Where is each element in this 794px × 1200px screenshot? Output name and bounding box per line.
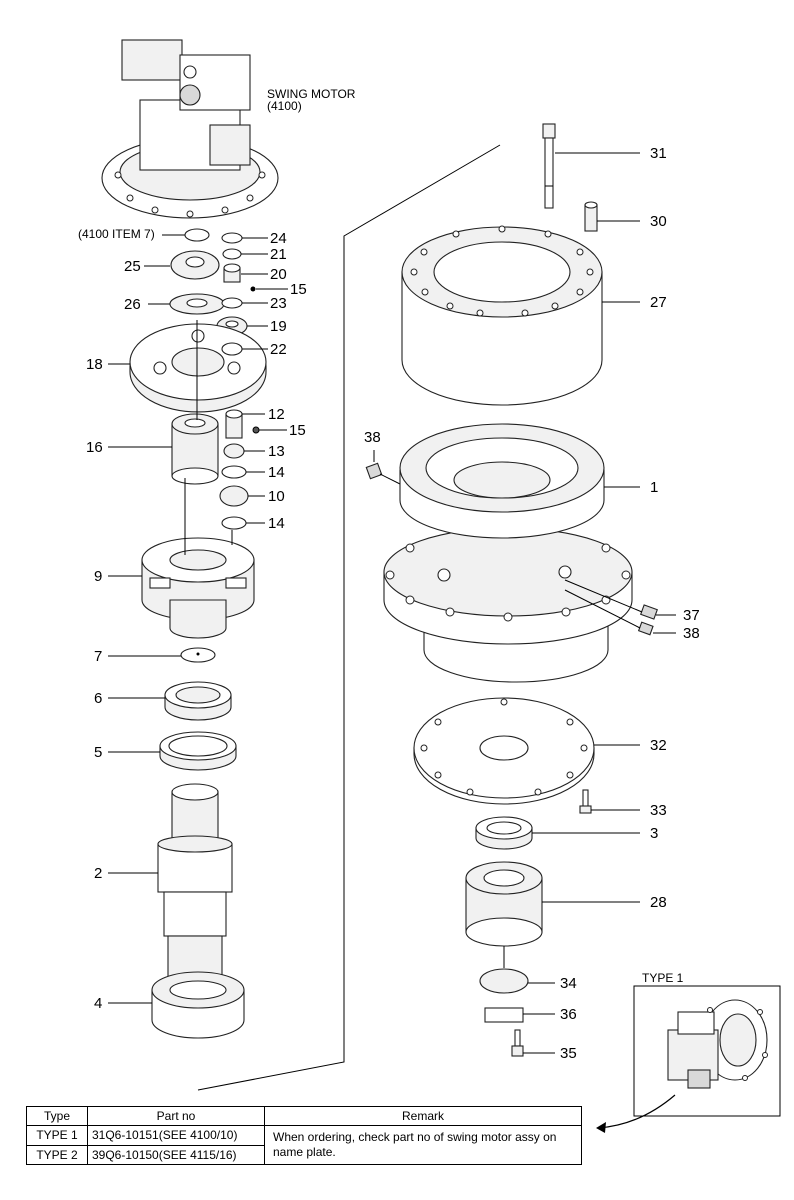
part-35-bolt: [511, 1029, 524, 1057]
callout: 5: [94, 744, 102, 761]
table-row: TYPE 2 39Q6-10150(SEE 4115/16): [26, 1144, 582, 1165]
callout: 20: [270, 266, 287, 283]
callout: 18: [86, 356, 103, 373]
callout: 22: [270, 341, 287, 358]
table-header-row: Type Part no Remark: [26, 1106, 582, 1126]
part-10-gear: [219, 485, 249, 507]
callout: 13: [268, 443, 285, 460]
callout: 7: [94, 648, 102, 665]
callout: 15: [289, 422, 306, 439]
part-38-plug: [365, 462, 383, 480]
cell-remark: When ordering, check part no of swing mo…: [264, 1125, 582, 1165]
callout: 4: [94, 995, 102, 1012]
callout: 15: [290, 281, 307, 298]
swing-motor-code: (4100): [267, 99, 302, 113]
col-header-remark: Remark: [264, 1106, 582, 1126]
callout: 6: [94, 690, 102, 707]
table-row: TYPE 1 31Q6-10151(SEE 4100/10) When orde…: [26, 1125, 582, 1165]
part-6-roller-bearing: [164, 681, 232, 721]
swing-motor-illustration: [101, 39, 279, 219]
cell-part-no: 31Q6-10151(SEE 4100/10): [87, 1125, 265, 1146]
part-31-bolt: [542, 123, 556, 209]
callout: 32: [650, 737, 667, 754]
callout: 16: [86, 439, 103, 456]
callout: 14: [268, 515, 285, 532]
callout: 12: [268, 406, 285, 423]
part-36-lock-plate: [484, 1007, 524, 1023]
callout: 9: [94, 568, 102, 585]
right-callouts: 31 30 27 38 1 37 38 32 33 3 28 34 36 35: [364, 145, 700, 1062]
callout: 21: [270, 246, 287, 263]
part-16-sun-gear: [171, 413, 219, 485]
part-15-ball: [250, 286, 256, 292]
callout: 25: [124, 258, 141, 275]
part-28-pinion-gear: [465, 861, 543, 947]
part-21-ring: [222, 248, 242, 260]
left-callouts: 24 21 25 20 15 26 23 19 18 22 12 15 16 1…: [86, 230, 307, 1012]
callout: 31: [650, 145, 667, 162]
part-24-ring: [221, 232, 243, 244]
callout: 30: [650, 213, 667, 230]
cell-type: TYPE 1: [26, 1125, 88, 1146]
callout: 36: [560, 1006, 577, 1023]
pointer-arrow: [597, 1094, 676, 1129]
callout: 37: [683, 607, 700, 624]
part-number-table: Type Part no Remark TYPE 1 31Q6-10151(SE…: [26, 1106, 582, 1165]
part-9-carrier: [141, 537, 255, 639]
item7-reference: (4100 ITEM 7): [78, 227, 155, 241]
part-12-bushing: [225, 409, 243, 439]
callout: 19: [270, 318, 287, 335]
type1-motor-illustration: [667, 999, 768, 1089]
callout: 24: [270, 230, 287, 247]
part-23-ring: [221, 297, 243, 309]
callout: 26: [124, 296, 141, 313]
part-13-bushing: [223, 443, 245, 459]
part-2-pinion-shaft: [157, 783, 233, 987]
callout: 1: [650, 479, 658, 496]
assembly-guide-line: [197, 144, 501, 1091]
cell-part-no: 39Q6-10150(SEE 4115/16): [87, 1144, 265, 1165]
part-4100-item7: [184, 228, 210, 242]
callout: 3: [650, 825, 658, 842]
part-4-bearing: [151, 971, 245, 1039]
part-22-ring: [221, 342, 243, 356]
part-33-bolt: [579, 789, 592, 814]
part-37-plug: [640, 604, 658, 620]
callout: 27: [650, 294, 667, 311]
swing-motor-title: SWING MOTOR: [267, 87, 356, 101]
callout: 28: [650, 894, 667, 911]
callout: 14: [268, 464, 285, 481]
part-5-seal: [159, 731, 237, 771]
callout: 10: [268, 488, 285, 505]
callout: 33: [650, 802, 667, 819]
part-14-washer-lower: [221, 516, 247, 530]
callout: 2: [94, 865, 102, 882]
part-18-carrier-plate: [129, 323, 267, 413]
cell-type: TYPE 2: [26, 1144, 88, 1165]
part-25-gear: [170, 250, 220, 280]
part-26-thrust-plate: [169, 293, 225, 315]
inset-title: TYPE 1: [642, 971, 684, 985]
col-header-part-no: Part no: [87, 1106, 265, 1126]
part-1-reduction-housing: [383, 423, 633, 683]
part-15-ball-lower: [252, 426, 260, 434]
part-3-oil-seal: [475, 816, 533, 850]
part-20-bushing: [223, 263, 241, 283]
part-14-washer: [221, 465, 247, 479]
part-30-dowel-pin: [584, 201, 598, 232]
callout: 38: [364, 429, 381, 446]
part-34-end-plate: [479, 968, 529, 994]
col-header-type: Type: [26, 1106, 88, 1126]
callout: 35: [560, 1045, 577, 1062]
part-38-plug-right: [637, 621, 654, 636]
part-32-cover-plate: [413, 697, 595, 805]
callout: 34: [560, 975, 577, 992]
callout: 23: [270, 295, 287, 312]
arrow-head-icon: [596, 1122, 606, 1133]
part-27-ring-gear: [401, 225, 603, 406]
callout: 38: [683, 625, 700, 642]
